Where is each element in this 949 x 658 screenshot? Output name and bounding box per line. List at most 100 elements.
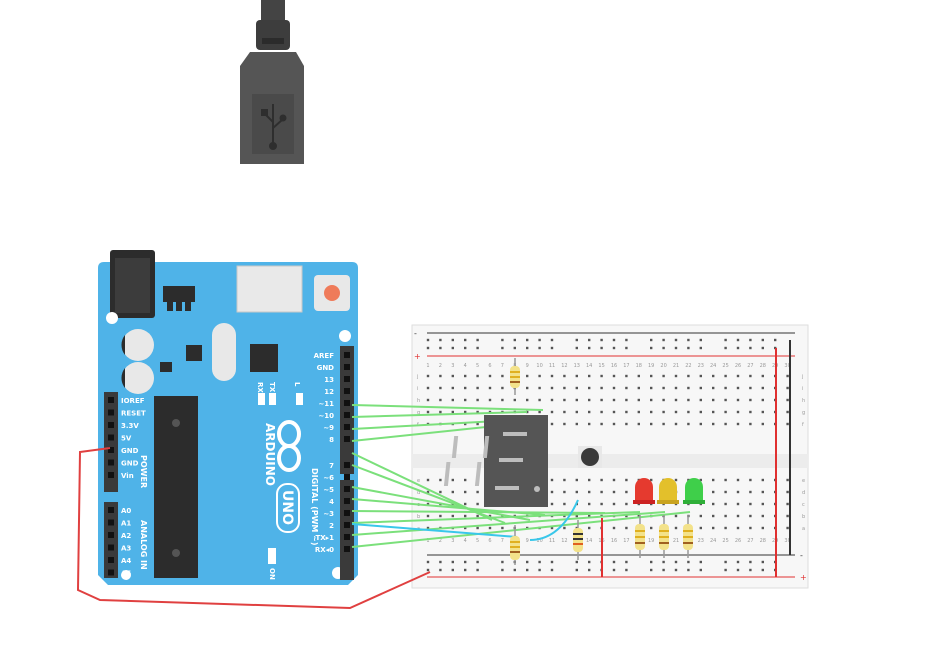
breadboard-hole[interactable]: [761, 526, 764, 530]
breadboard-hole[interactable]: [674, 410, 678, 414]
breadboard-hole[interactable]: [439, 490, 442, 494]
rail-hole[interactable]: [513, 338, 516, 342]
breadboard-hole[interactable]: [588, 422, 591, 426]
breadboard-hole[interactable]: [736, 514, 740, 518]
breadboard-hole[interactable]: [563, 526, 566, 530]
breadboard-hole[interactable]: [736, 386, 740, 390]
rail-hole[interactable]: [724, 560, 727, 564]
breadboard-hole[interactable]: [749, 398, 752, 402]
rail-hole[interactable]: [538, 338, 541, 342]
breadboard-hole[interactable]: [736, 490, 740, 494]
breadboard-hole[interactable]: [464, 398, 467, 402]
breadboard-hole[interactable]: [464, 422, 467, 426]
rail-hole[interactable]: [662, 346, 665, 350]
breadboard-hole[interactable]: [712, 526, 715, 530]
rail-hole[interactable]: [588, 568, 591, 572]
rail-hole[interactable]: [625, 338, 628, 342]
rail-hole[interactable]: [538, 560, 541, 564]
digital-pin-socket[interactable]: [344, 412, 350, 418]
breadboard-hole[interactable]: [650, 422, 653, 426]
breadboard-hole[interactable]: [501, 374, 504, 378]
breadboard-hole[interactable]: [600, 386, 603, 390]
breadboard-hole[interactable]: [575, 386, 578, 390]
rail-hole[interactable]: [439, 346, 442, 350]
usb-cable[interactable]: [240, 0, 304, 164]
breadboard-hole[interactable]: [625, 398, 628, 402]
rail-hole[interactable]: [575, 560, 578, 564]
breadboard-hole[interactable]: [575, 526, 578, 530]
rail-hole[interactable]: [600, 346, 603, 350]
digital-pin-socket[interactable]: [344, 376, 350, 382]
breadboard-hole[interactable]: [526, 386, 529, 390]
power-pin-socket[interactable]: [108, 409, 114, 416]
wires[interactable]: [76, 340, 791, 610]
breadboard-hole[interactable]: [426, 490, 430, 494]
digital-pin-socket[interactable]: [344, 388, 350, 394]
rail-hole[interactable]: [749, 346, 752, 350]
breadboard-hole[interactable]: [724, 398, 727, 402]
breadboard-hole[interactable]: [650, 398, 653, 402]
breadboard-hole[interactable]: [736, 526, 740, 530]
rail-hole[interactable]: [451, 560, 454, 564]
breadboard-hole[interactable]: [538, 410, 541, 414]
rail-hole[interactable]: [451, 346, 454, 350]
breadboard-hole[interactable]: [662, 386, 665, 390]
breadboard-hole[interactable]: [538, 386, 541, 390]
breadboard-hole[interactable]: [625, 514, 628, 518]
rail-hole[interactable]: [538, 346, 541, 350]
digital-pin-socket[interactable]: [344, 352, 350, 358]
rail-hole[interactable]: [501, 338, 504, 342]
breadboard-hole[interactable]: [563, 386, 566, 390]
breadboard-hole[interactable]: [699, 478, 702, 482]
breadboard-hole[interactable]: [538, 374, 541, 378]
breadboard-hole[interactable]: [749, 374, 752, 378]
breadboard-hole[interactable]: [699, 398, 702, 402]
breadboard-hole[interactable]: [712, 422, 715, 426]
breadboard-hole[interactable]: [674, 422, 678, 426]
rail-hole[interactable]: [724, 346, 727, 350]
rail-hole[interactable]: [426, 568, 430, 572]
rail-hole[interactable]: [699, 338, 702, 342]
rail-hole[interactable]: [736, 568, 740, 572]
breadboard-hole[interactable]: [612, 422, 616, 426]
rail-hole[interactable]: [476, 568, 479, 572]
breadboard-hole[interactable]: [526, 410, 529, 414]
breadboard-hole[interactable]: [749, 422, 752, 426]
digital-pin-socket[interactable]: [344, 510, 350, 516]
rail-hole[interactable]: [476, 346, 479, 350]
rail-hole[interactable]: [464, 568, 467, 572]
rail-hole[interactable]: [749, 560, 752, 564]
rail-hole[interactable]: [662, 338, 665, 342]
rail-hole[interactable]: [662, 560, 665, 564]
rail-hole[interactable]: [575, 346, 578, 350]
breadboard-hole[interactable]: [526, 398, 529, 402]
digital-pin-socket[interactable]: [344, 462, 350, 468]
breadboard-hole[interactable]: [501, 398, 504, 402]
rail-hole[interactable]: [687, 338, 690, 342]
breadboard[interactable]: + - + - 11223344556677889910101111121213…: [411, 324, 809, 589]
breadboard-hole[interactable]: [600, 410, 603, 414]
breadboard-hole[interactable]: [749, 410, 752, 414]
breadboard-hole[interactable]: [464, 386, 467, 390]
breadboard-hole[interactable]: [712, 410, 715, 414]
led-yellow[interactable]: [657, 478, 679, 504]
rail-hole[interactable]: [612, 346, 616, 350]
breadboard-hole[interactable]: [513, 398, 516, 402]
rail-hole[interactable]: [600, 338, 603, 342]
led-green[interactable]: [683, 478, 705, 504]
breadboard-hole[interactable]: [662, 374, 665, 378]
rail-hole[interactable]: [761, 568, 764, 572]
breadboard-hole[interactable]: [612, 386, 616, 390]
rail-hole[interactable]: [575, 568, 578, 572]
breadboard-hole[interactable]: [575, 478, 578, 482]
breadboard-hole[interactable]: [588, 490, 591, 494]
rail-hole[interactable]: [550, 346, 554, 350]
rail-hole[interactable]: [526, 338, 529, 342]
breadboard-hole[interactable]: [699, 386, 702, 390]
breadboard-hole[interactable]: [687, 386, 690, 390]
breadboard-hole[interactable]: [488, 386, 492, 390]
breadboard-hole[interactable]: [786, 374, 789, 378]
breadboard-hole[interactable]: [550, 478, 554, 482]
rail-hole[interactable]: [736, 560, 740, 564]
breadboard-hole[interactable]: [488, 514, 492, 518]
